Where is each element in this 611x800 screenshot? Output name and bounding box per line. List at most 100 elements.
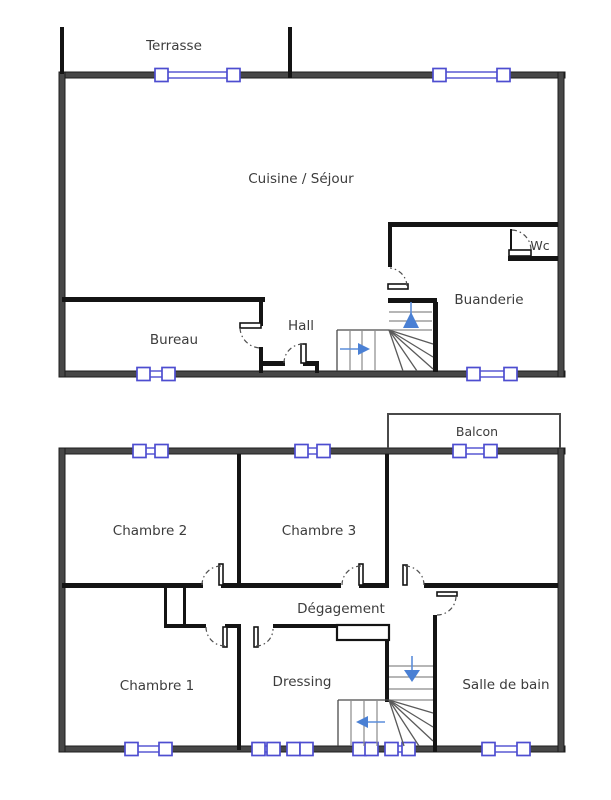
front-door-arc [283,343,304,364]
stair2-winder [388,699,434,742]
stair1-winder [388,329,434,358]
room-label-chambre-3: Chambre 3 [282,523,356,539]
stair1-winder [388,329,418,372]
window-chambre2-frame-left [132,443,147,459]
stair1-right-arrow-head [358,343,370,355]
window-stair-a-frame-right [364,741,379,757]
stair2-winder [388,699,420,747]
dressing-door-arc [255,628,274,647]
divider-chambre2-3 [237,454,241,587]
chambre3-door-leaf [358,563,364,586]
floor1-left-wall [58,71,66,378]
buanderie-left-wall [388,222,392,267]
terrace-post-right [288,27,292,78]
divider-chambre3-room [385,454,389,587]
room-label-dressing: Dressing [273,674,332,690]
bureau-door-arc [239,327,262,349]
stair2-winder [388,699,434,714]
window-cuisine-top-frame-right [496,67,511,83]
window-chambre2-frame-right [154,443,169,459]
stair2-down-arrow-head [404,670,420,682]
chambre2-door-leaf [218,563,224,586]
room-label-bureau: Bureau [150,332,198,348]
floor2-right-wall [557,447,565,753]
stair1-winder [388,329,434,370]
window-dressing-b-frame-left [286,741,301,757]
balcony-room-door-leaf [402,564,408,586]
wc-bottom-wall [508,256,558,261]
stair2-left-arrow-head [356,716,368,728]
flue-left-wall [164,587,167,628]
stair1-up-arrow-head [403,312,419,328]
stair1-winder [388,329,434,345]
corridor-bottom-wall-b [225,624,241,628]
window-dressing-a-frame-left [251,741,266,757]
window-chambre1-frame-right [158,741,173,757]
chambre2-door-arc [201,565,222,586]
window-terrasse-frame-left [154,67,169,83]
bureau-right-wall-lower [259,347,263,373]
room-label-chambre-2: Chambre 2 [113,523,187,539]
window-cuisine-top-glazing [437,71,506,79]
room-label-salle-de-bain: Salle de bain [462,677,549,693]
room-label-terrasse: Terrasse [145,38,202,54]
corridor-bottom-wall-a [164,624,206,628]
room-label-buanderie: Buanderie [454,292,523,308]
wc-door-jamb [510,229,512,251]
room-label-cuisine-sejour: Cuisine / Séjour [248,171,354,187]
room-label-chambre-1: Chambre 1 [120,678,194,694]
bureau-right-wall-upper [259,302,263,326]
front-door-leaf [300,343,307,364]
corridor-top-wall-d [424,583,558,588]
chambre1-door-leaf [222,626,228,648]
stair1-winder [388,329,404,372]
window-bureau-frame-right [161,366,176,382]
floor2-left-wall [58,447,66,753]
window-bureau-frame-left [136,366,151,382]
room-label-degagement: Dégagement [297,601,385,617]
chambre1-door-arc [205,626,226,647]
window-chambre3-frame-right [316,443,331,459]
window-balcon-frame-right [483,443,498,459]
bureau-door-leaf [239,322,262,329]
corridor-bottom-wall-c [273,624,337,628]
corridor-top-wall-a [62,583,203,588]
window-terrasse-glazing [159,71,236,79]
room-label-balcon: Balcon [456,424,498,439]
bureau-top-wall [62,297,265,302]
dressing-top-thick-wall [335,623,391,642]
floor1-right-wall [557,71,565,378]
dressing-door-leaf [253,626,259,648]
window-dressing-b-frame-right [299,741,314,757]
buanderie-top-wall [388,222,558,227]
wc-door-leaf [508,249,532,257]
buanderie-door-arc [389,267,408,287]
terrace-post-left [60,27,64,74]
window-salle-de-bain-frame-right [516,741,531,757]
window-cuisine-top-frame-left [432,67,447,83]
stair1-top-wall [388,298,437,303]
room-label-hall: Hall [288,318,314,334]
window-buanderie-frame-left [466,366,481,382]
salle-de-bain-door-leaf [436,591,458,597]
window-stair-b-frame-right [401,741,416,757]
corridor-top-wall-b [221,583,341,588]
divider-chambre1-dressing [237,627,241,750]
room-label-wc: Wc [530,238,549,253]
stair2-left-wall [385,628,389,702]
wc-door-arc [511,229,532,251]
corridor-top-wall-c [359,583,389,588]
stair1-right-wall [433,302,438,372]
window-terrasse-frame-right [226,67,241,83]
salle-de-bain-left-wall [433,615,437,752]
window-balcon-frame-left [452,443,467,459]
entry-wall-left [262,361,285,366]
window-stair-b-frame-left [384,741,399,757]
entry-wall-right [303,361,319,366]
flue-right-wall [183,587,186,625]
window-chambre1-frame-left [124,741,139,757]
entry-wall-stub [315,361,319,373]
balcony-room-door-arc [404,565,425,586]
